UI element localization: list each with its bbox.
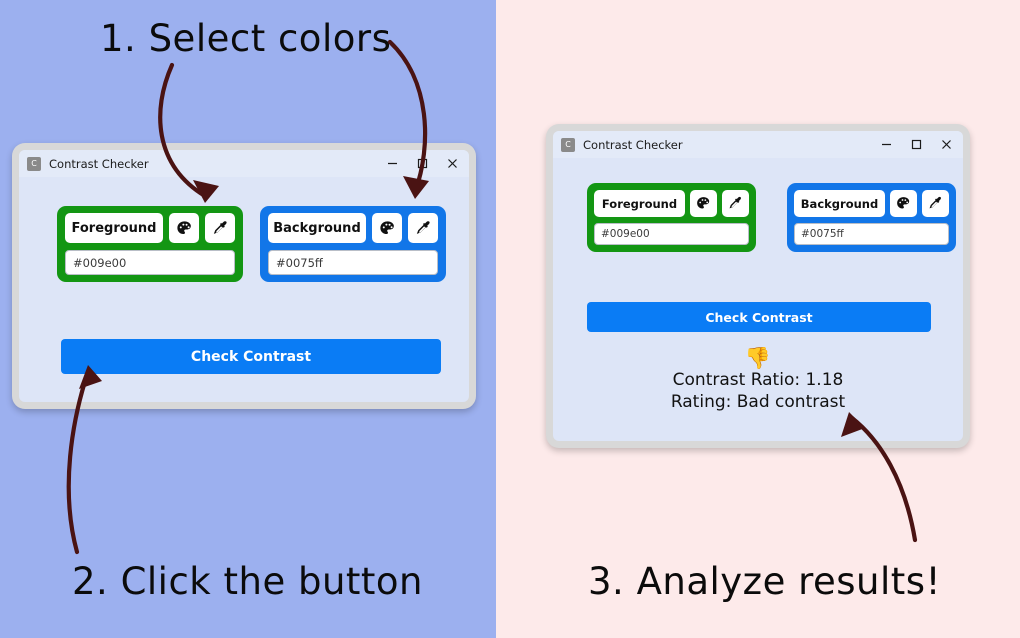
- step-2-caption: 2. Click the button: [72, 560, 424, 603]
- window-title: Contrast Checker: [49, 156, 149, 171]
- window-title: Contrast Checker: [583, 137, 683, 152]
- title-bar: C Contrast Checker: [553, 131, 963, 158]
- maximize-button[interactable]: [407, 151, 437, 176]
- contrast-checker-window-after[interactable]: C Contrast Checker: [546, 124, 970, 448]
- check-contrast-button[interactable]: Check Contrast: [61, 339, 441, 374]
- window-inner: C Contrast Checker: [19, 150, 469, 402]
- foreground-color-card: Foreground: [57, 206, 243, 282]
- foreground-hex-input[interactable]: #009e00: [594, 223, 749, 245]
- foreground-palette-button[interactable]: [690, 190, 717, 217]
- background-card-top: Background: [268, 213, 438, 243]
- contrast-checker-window-before[interactable]: C Contrast Checker: [12, 143, 476, 409]
- close-icon: [941, 140, 951, 149]
- eyedropper-icon: [729, 197, 741, 209]
- maximize-icon: [417, 158, 427, 169]
- close-icon: [447, 159, 457, 168]
- background-label: Background: [794, 190, 885, 217]
- background-eyedropper-button[interactable]: [408, 213, 438, 243]
- foreground-label: Foreground: [594, 190, 685, 217]
- foreground-color-card: Foreground: [587, 183, 756, 252]
- eyedropper-icon: [929, 197, 941, 209]
- background-eyedropper-button[interactable]: [922, 190, 949, 217]
- minimize-button[interactable]: [871, 132, 901, 157]
- foreground-card-top: Foreground: [65, 213, 235, 243]
- background-color-card: Background: [260, 206, 446, 282]
- rating-text: Rating: Bad contrast: [670, 392, 846, 412]
- background-hex-input[interactable]: #0075ff: [268, 250, 438, 275]
- eyedropper-icon: [213, 220, 227, 234]
- background-card-top: Background: [794, 190, 949, 217]
- foreground-eyedropper-button[interactable]: [722, 190, 749, 217]
- window-inner: C Contrast Checker: [553, 131, 963, 441]
- contrast-ratio-text: Contrast Ratio: 1.18: [672, 370, 844, 390]
- background-palette-button[interactable]: [372, 213, 402, 243]
- check-contrast-button[interactable]: Check Contrast: [587, 302, 931, 332]
- foreground-label: Foreground: [65, 213, 163, 243]
- background-label: Background: [268, 213, 366, 243]
- app-icon: C: [561, 137, 575, 152]
- palette-icon: [697, 197, 710, 209]
- color-selectors-row: Foreground: [57, 206, 446, 282]
- minimize-button[interactable]: [377, 151, 407, 176]
- background-color-card: Background: [787, 183, 956, 252]
- foreground-palette-button[interactable]: [169, 213, 199, 243]
- result-area: 👎 Contrast Ratio: 1.18 Rating: Bad contr…: [553, 348, 963, 413]
- foreground-hex-input[interactable]: #009e00: [65, 250, 235, 275]
- palette-icon: [379, 220, 394, 234]
- close-button[interactable]: [931, 132, 961, 157]
- thumbs-down-icon: 👎: [744, 346, 772, 370]
- background-palette-button[interactable]: [890, 190, 917, 217]
- title-bar: C Contrast Checker: [19, 150, 469, 177]
- foreground-eyedropper-button[interactable]: [205, 213, 235, 243]
- window-body: Foreground: [553, 158, 963, 441]
- color-selectors-row: Foreground: [587, 183, 956, 252]
- minimize-icon: [881, 143, 891, 146]
- foreground-card-top: Foreground: [594, 190, 749, 217]
- window-body: Foreground: [19, 177, 469, 402]
- app-icon: C: [27, 156, 41, 171]
- step-1-caption: 1. Select colors: [100, 17, 392, 60]
- maximize-button[interactable]: [901, 132, 931, 157]
- eyedropper-icon: [416, 220, 430, 234]
- window-controls: [377, 151, 467, 176]
- palette-icon: [176, 220, 191, 234]
- close-button[interactable]: [437, 151, 467, 176]
- step-3-caption: 3. Analyze results!: [588, 560, 941, 603]
- background-hex-input[interactable]: #0075ff: [794, 223, 949, 245]
- maximize-icon: [911, 139, 921, 150]
- window-controls: [871, 132, 961, 157]
- palette-icon: [897, 197, 910, 209]
- minimize-icon: [387, 162, 397, 165]
